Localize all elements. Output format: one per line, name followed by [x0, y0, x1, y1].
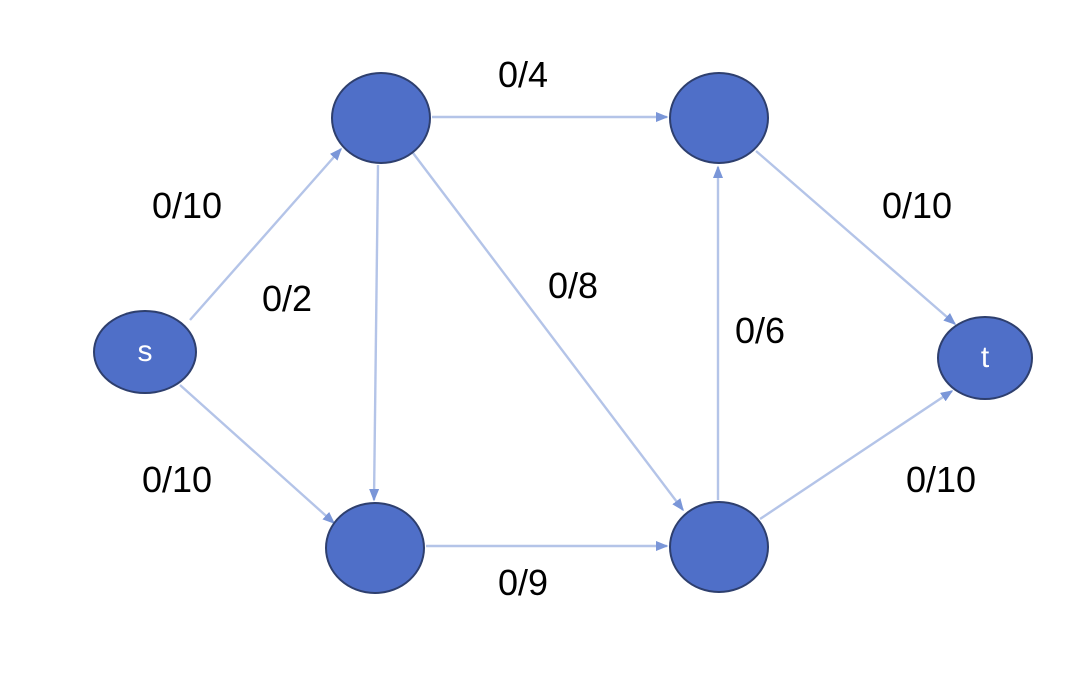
edge-label-v1-v4: 0/8: [548, 265, 599, 306]
node-v3[interactable]: [325, 502, 425, 594]
edge-label-v1-v3: 0/2: [262, 278, 313, 319]
edge-label-v4-v2: 0/6: [735, 310, 786, 351]
node-v4[interactable]: [669, 501, 769, 593]
edges-group: [179, 111, 957, 552]
edge-s-v1: [189, 147, 342, 321]
node-v2[interactable]: [669, 72, 769, 164]
edge-v1-v3: [369, 164, 380, 502]
edge-label-v2-t: 0/10: [882, 185, 953, 226]
node-label-s: s: [137, 335, 153, 368]
node-label-t: t: [980, 341, 990, 374]
edge-label-s-v3: 0/10: [142, 459, 213, 500]
edge-v2-t: [755, 150, 957, 325]
edge-v4-t: [759, 390, 954, 520]
node-v1[interactable]: [331, 72, 431, 164]
edge-label-s-v1: 0/10: [152, 185, 223, 226]
edge-s-v3: [179, 384, 336, 524]
node-s[interactable]: s: [93, 310, 197, 394]
edge-v1-v4: [412, 152, 684, 512]
node-t[interactable]: t: [937, 316, 1033, 400]
edge-label-v1-v2: 0/4: [498, 54, 549, 95]
edge-label-v4-t: 0/10: [906, 459, 977, 500]
edge-label-v3-v4: 0/9: [498, 562, 549, 603]
